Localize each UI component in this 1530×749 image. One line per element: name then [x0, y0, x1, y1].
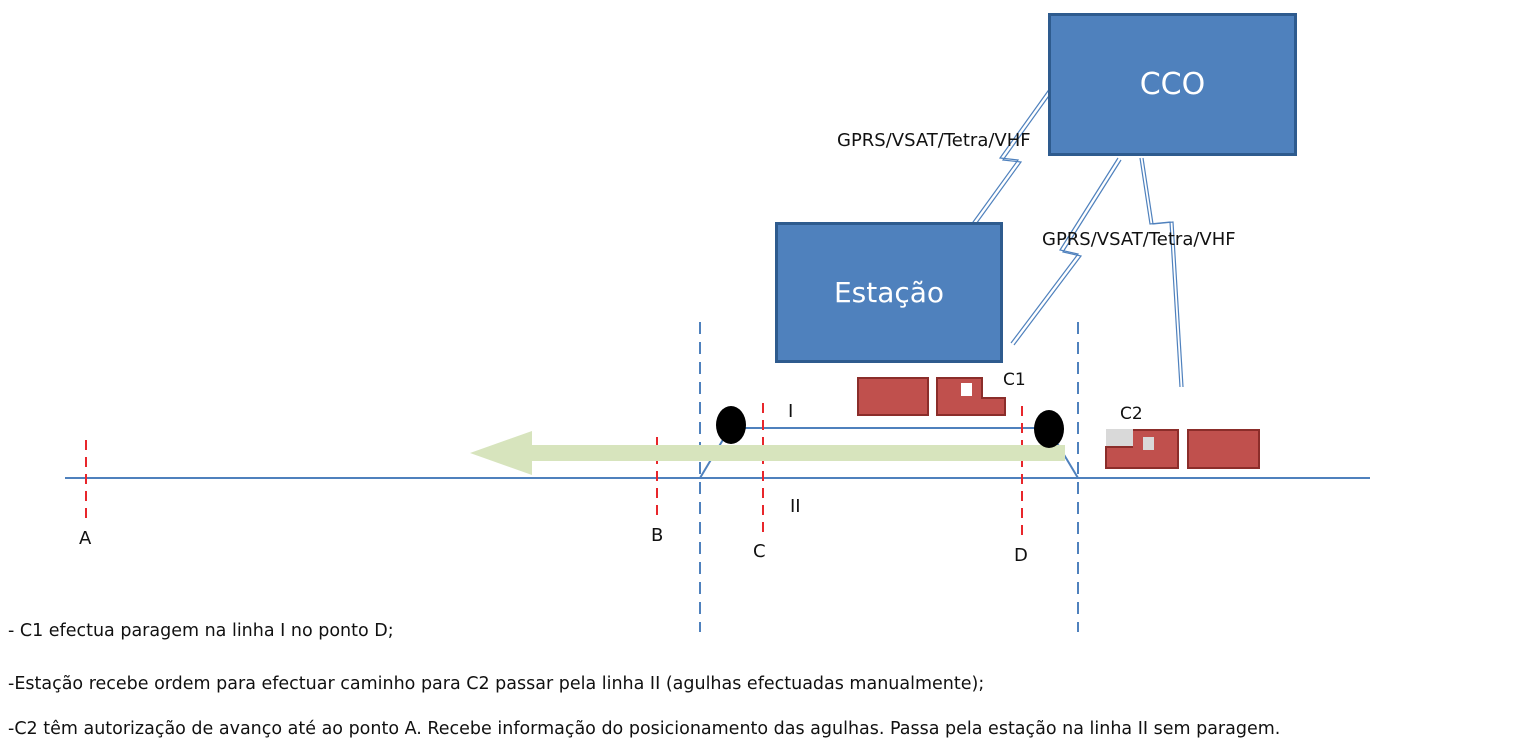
radio-link-cco-c1: [1010, 157, 1122, 346]
route-arrow-head: [470, 431, 532, 475]
track-label-ii: II: [790, 496, 801, 517]
switch-point-right: [1034, 410, 1064, 448]
train-c2-locomotive: [1105, 429, 1179, 469]
track-label-i: I: [788, 401, 794, 422]
station-box: Estação: [775, 222, 1003, 363]
radio-link-cco-c2: [1139, 157, 1184, 388]
train-label-c2: C2: [1120, 404, 1143, 424]
point-label-a: A: [79, 528, 92, 549]
switch-point-left: [716, 406, 746, 444]
note-line-2: -Estação recebe ordem para efectuar cami…: [8, 674, 985, 694]
link-label-upper: GPRS/VSAT/Tetra/VHF: [837, 130, 1031, 151]
route-arrow-body: [530, 445, 1065, 461]
link-label-lower: GPRS/VSAT/Tetra/VHF: [1042, 229, 1236, 250]
note-line-1: - C1 efectua paragem na linha I no ponto…: [8, 621, 394, 641]
train-label-c1: C1: [1003, 370, 1026, 390]
radio-link-cco-station: [959, 69, 1067, 243]
train-c2-wagon: [1187, 429, 1260, 469]
train-c1-wagon: [857, 377, 929, 416]
train-c2-cab: [1106, 429, 1133, 446]
train-c1-cab-window: [961, 383, 972, 396]
point-label-b: B: [651, 525, 664, 546]
cco-label: CCO: [1139, 67, 1206, 102]
train-c2-cab-window: [1143, 437, 1154, 450]
point-label-d: D: [1014, 545, 1028, 566]
cco-box: CCO: [1048, 13, 1297, 156]
station-label: Estação: [833, 276, 945, 309]
point-label-c: C: [753, 541, 766, 562]
train-c1-locomotive: [936, 377, 1006, 416]
note-line-3: -C2 têm autorização de avanço até ao pon…: [8, 719, 1281, 739]
